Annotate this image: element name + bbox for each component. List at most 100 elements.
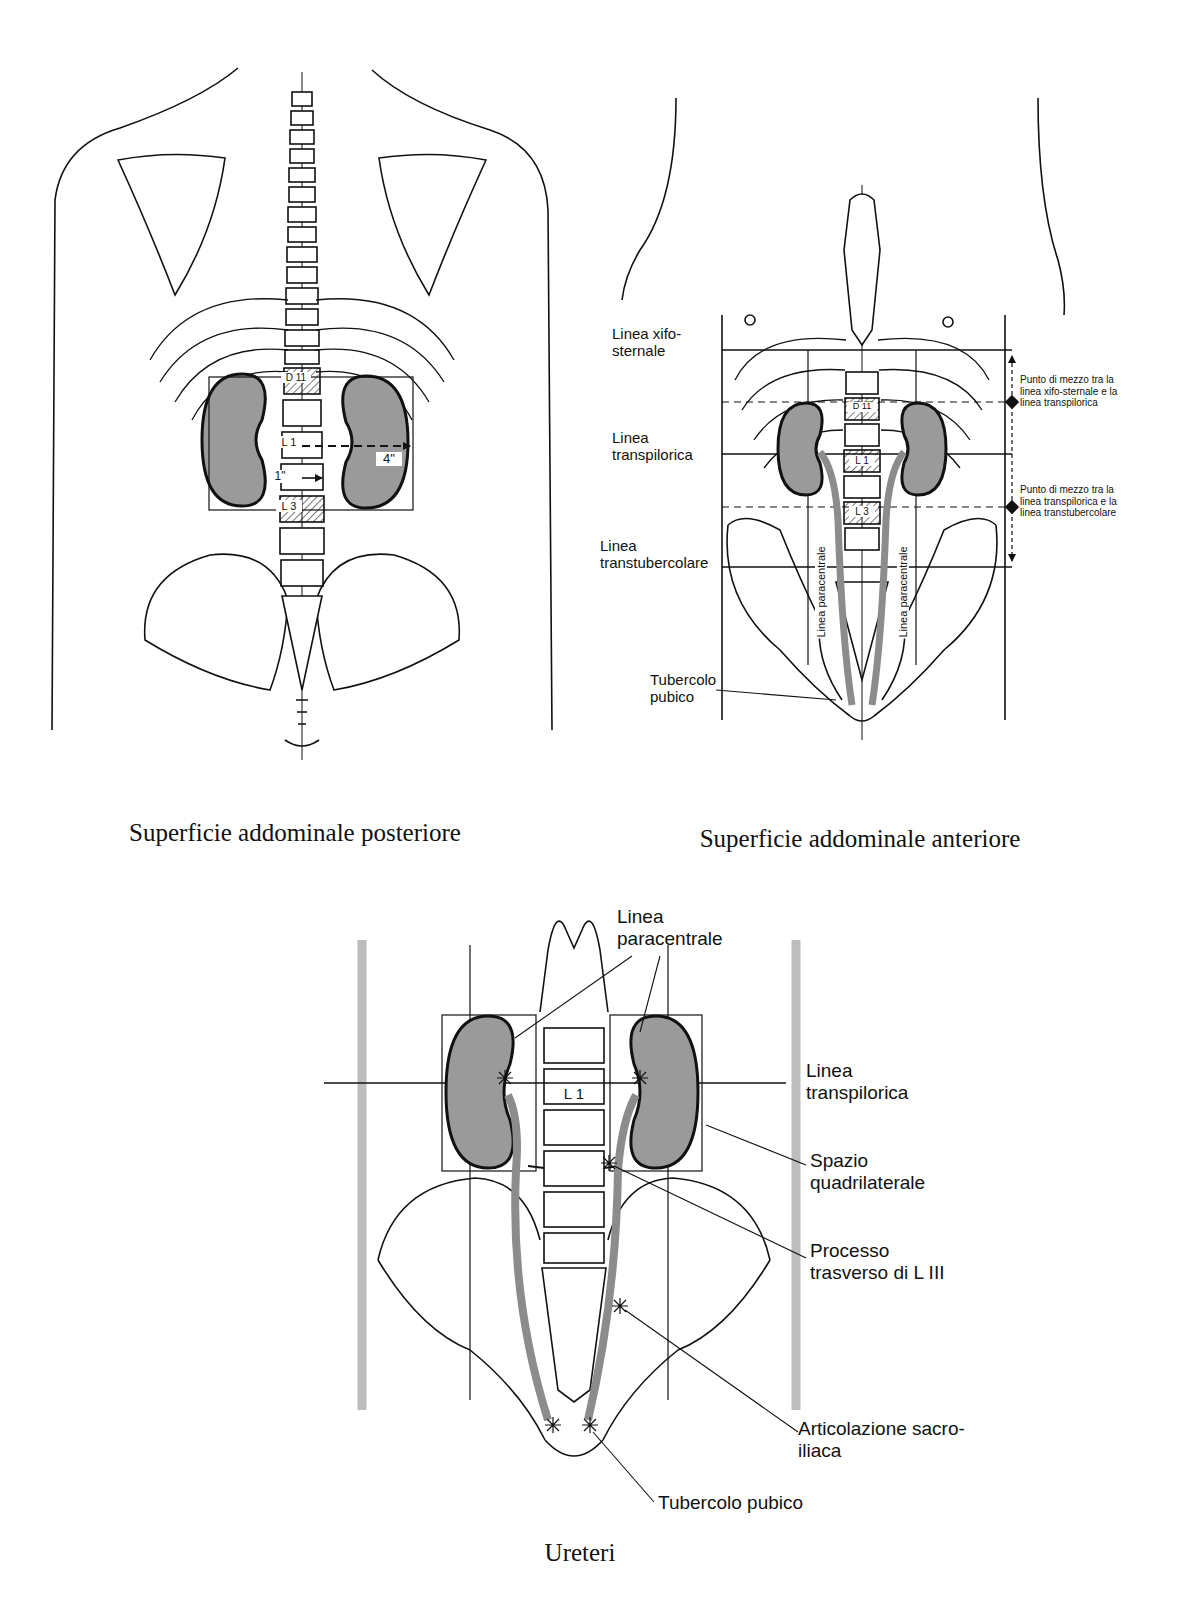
thoracic-vertebrae: [287, 247, 317, 262]
part-label: Spazio quadrilaterale: [810, 1150, 975, 1194]
posterior-figure: [145, 554, 288, 690]
caption: Superficie addominale posteriore: [60, 818, 530, 848]
anterior-figure: [902, 403, 946, 495]
anterior-figure: [1006, 396, 1018, 408]
leader-lines: [706, 1125, 806, 1165]
star-marks: [545, 1417, 561, 1433]
thoracic-vertebrae: [287, 267, 317, 283]
lumbar-vertebrae: [281, 560, 323, 586]
leader-lines: [614, 1166, 806, 1258]
caption: Ureteri: [480, 1538, 680, 1568]
posterior-figure: [202, 374, 265, 506]
ureter-figure: [667, 945, 668, 1400]
part-label: Tubercolo pubico: [650, 672, 732, 705]
vertebra-label: L 3: [276, 500, 302, 512]
vertebrae: [544, 1028, 604, 1263]
anterior-figure: [1006, 501, 1018, 513]
ureter-figure: [540, 921, 608, 1012]
thoracic-vertebrae: [285, 330, 319, 346]
anterior-figure: [874, 525, 997, 716]
vertebrae: [844, 502, 880, 524]
vertebrae: [844, 372, 880, 550]
anterior-figure: [1011, 356, 1012, 561]
ureter-figure: [324, 1082, 786, 1083]
ribs: [879, 370, 982, 411]
vertebrae: [544, 1028, 604, 1063]
line-label: Linea paracentrale: [617, 906, 757, 950]
thoracic-vertebrae: [290, 130, 314, 144]
leader-lines: [593, 1432, 654, 1502]
ribs: [878, 338, 989, 380]
star-marks: [612, 1298, 628, 1314]
posterior-figure: [209, 377, 413, 510]
star-marks: [497, 1070, 648, 1433]
posterior-figure: [302, 477, 322, 479]
line-label: Linea xifo-sternale: [612, 326, 708, 359]
vertebra-label: L 1: [276, 436, 302, 448]
caption: Superficie addominale anteriore: [640, 824, 1080, 854]
thoracic-vertebrae: [286, 309, 318, 325]
anterior-figure: [622, 98, 676, 300]
anterior-figure: [727, 525, 850, 716]
anterior-figure: [943, 317, 953, 327]
ribs: [735, 338, 846, 380]
thoracic-vertebrae: [285, 92, 319, 364]
part-label: Processo trasverso di L III: [810, 1240, 970, 1284]
ureter-figure: [442, 1015, 536, 1171]
posterior-figure: [118, 154, 225, 295]
leader-lines: [625, 1310, 798, 1432]
anterior-figure: [1004, 315, 1006, 720]
anterior-figure: [745, 315, 755, 325]
vertebra-label: L 3: [849, 506, 875, 517]
ribs: [150, 299, 288, 360]
star-marks: [582, 1417, 598, 1433]
anterior-figure: [721, 315, 723, 720]
ribs: [735, 338, 989, 468]
star-marks: [632, 1070, 648, 1086]
posterior-figure: [379, 154, 486, 295]
thoracic-vertebrae: [288, 207, 316, 222]
vertebrae: [544, 1069, 604, 1104]
leader-lines: [515, 956, 806, 1502]
posterior-figure: [316, 554, 459, 690]
line-label: Linea transpilorica: [806, 1060, 956, 1104]
line-label: Linea paracentrale: [815, 545, 827, 638]
thoracic-vertebrae: [289, 187, 315, 202]
line-label: Linea paracentrale: [897, 545, 909, 638]
ureter-figure: [603, 1260, 770, 1440]
vertebra-label: L 1: [559, 1086, 589, 1103]
anterior-figure: [844, 194, 880, 345]
anterior-figure: [722, 566, 1012, 568]
thoracic-vertebrae: [291, 111, 313, 125]
note: Punto di mezzo tra la linea transpiloric…: [1020, 484, 1132, 519]
anterior-figure: [716, 690, 836, 700]
thoracic-vertebrae: [292, 92, 312, 106]
ureter-figure: [469, 945, 470, 1400]
vertebrae: [845, 528, 879, 550]
vertebrae: [544, 1233, 604, 1263]
ureter-figure: [358, 940, 367, 1410]
ureter-figure: [508, 1095, 548, 1420]
ribs: [160, 328, 288, 382]
anterior-figure: [850, 716, 874, 721]
thoracic-vertebrae: [288, 227, 316, 242]
dimension-label: 1": [268, 470, 292, 483]
vertebra-label: L 1: [849, 455, 875, 466]
line-label: Linea transpilorica: [612, 430, 712, 463]
part-label: Articolazione sacro-iliaca: [798, 1418, 968, 1462]
posterior-figure: [343, 376, 408, 508]
leader-lines: [515, 956, 632, 1038]
anterior-figure: [915, 350, 916, 665]
lumbar-vertebrae: [280, 528, 324, 554]
ribs: [742, 370, 845, 411]
vertebrae: [844, 476, 880, 498]
posterior-figure: [52, 68, 552, 760]
anterior-figure: [722, 349, 1012, 351]
lumbar-vertebrae: [283, 400, 321, 426]
leader-lines: [640, 956, 660, 1032]
thoracic-vertebrae: [290, 149, 314, 163]
posterior-figure: [282, 596, 322, 690]
